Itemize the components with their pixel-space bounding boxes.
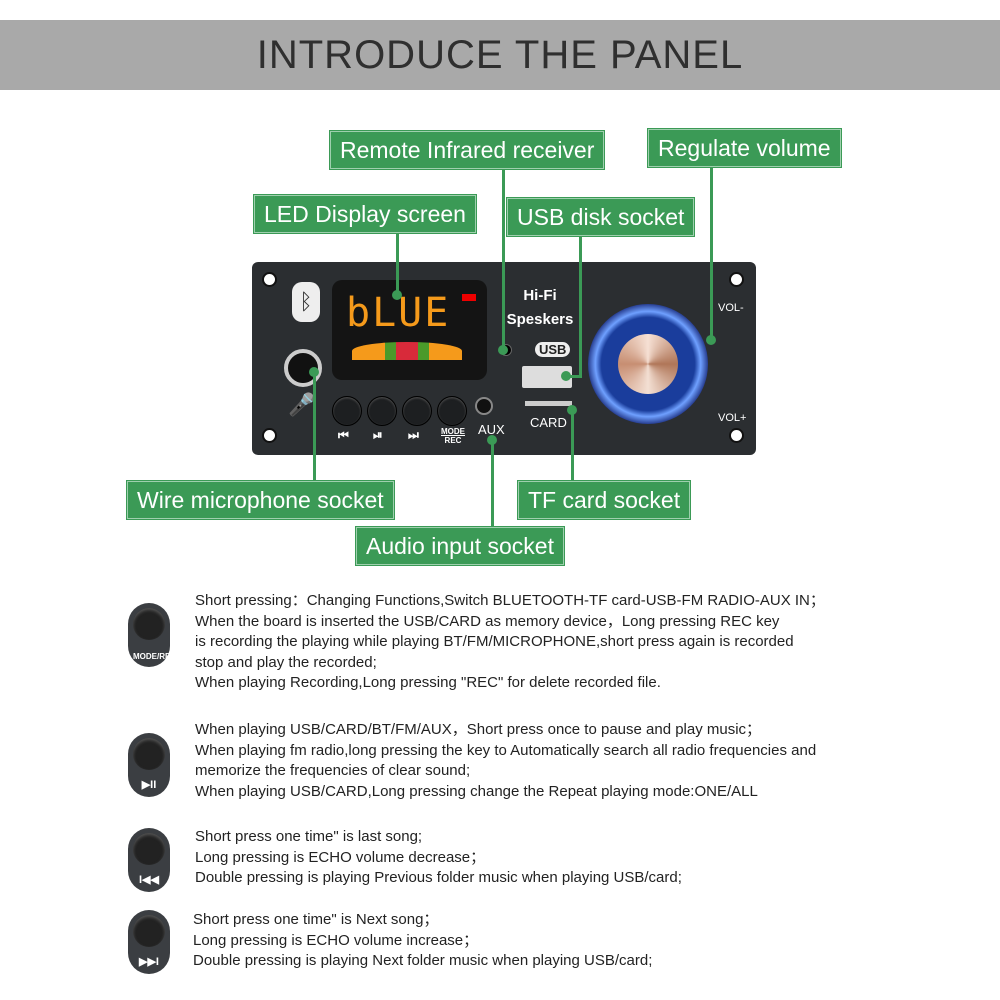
- desc-line: When the board is inserted the USB/CARD …: [195, 612, 780, 630]
- prev-key-icon: I◀◀: [128, 828, 170, 892]
- label-regulate-volume: Regulate volume: [648, 129, 841, 167]
- vol-plus-label: VOL+: [718, 412, 747, 424]
- usb-label: USB: [535, 342, 571, 357]
- desc-line: Short press one time" is last song;: [195, 828, 423, 845]
- microphone-socket[interactable]: [284, 349, 322, 387]
- connector-line: [313, 372, 316, 480]
- vol-minus-label: VOL-: [718, 302, 744, 314]
- connector-dot: [498, 345, 508, 355]
- desc-line: stop and play the recorded;: [195, 653, 377, 671]
- screw-hole: [729, 428, 744, 443]
- card-label: CARD: [530, 415, 567, 430]
- label-led-display: LED Display screen: [254, 195, 476, 233]
- mode-text: MODE: [441, 427, 465, 436]
- label-microphone-socket: Wire microphone socket: [127, 481, 394, 519]
- connector-dot: [567, 405, 577, 415]
- microphone-icon: 🎤: [288, 392, 316, 417]
- next-button[interactable]: [402, 396, 432, 426]
- connector-line: [564, 375, 582, 378]
- prev-button[interactable]: [332, 396, 362, 426]
- mode-rec-description: Short pressing：Changing Functions,Switch…: [195, 591, 825, 694]
- connector-line: [571, 410, 574, 480]
- desc-line: memorize the frequencies of clear sound;: [195, 762, 471, 780]
- connector-dot: [392, 290, 402, 300]
- bluetooth-icon: ᛒ: [292, 282, 320, 322]
- connector-line: [710, 166, 713, 340]
- label-usb-socket: USB disk socket: [507, 198, 695, 236]
- desc-line: Double pressing is playing Next folder m…: [193, 952, 653, 970]
- spectrum-bars: [352, 342, 462, 360]
- desc-line: Short pressing：Changing Functions,Switch…: [195, 592, 825, 609]
- next-icon: ⏭: [408, 428, 419, 442]
- connector-dot: [309, 367, 319, 377]
- mode-rec-button[interactable]: [437, 396, 467, 426]
- page-title: INTRODUCE THE PANEL: [0, 20, 1000, 90]
- label-ir-receiver: Remote Infrared receiver: [330, 131, 605, 169]
- desc-line: When playing Recording,Long pressing "RE…: [195, 674, 661, 692]
- connector-line: [502, 168, 505, 350]
- aux-socket[interactable]: [475, 397, 493, 415]
- speakers-label: Speskers: [506, 311, 574, 328]
- connector-dot: [561, 371, 571, 381]
- connector-line: [396, 232, 399, 296]
- connector-dot: [487, 435, 497, 445]
- prev-icon: ⏮: [338, 428, 349, 442]
- play-pause-icon: ⏯: [373, 428, 383, 442]
- desc-line: When playing USB/CARD,Long pressing chan…: [195, 782, 758, 800]
- rec-text: REC: [444, 436, 462, 445]
- hifi-label: Hi-Fi: [523, 287, 557, 304]
- led-display: bLUE: [332, 280, 487, 380]
- aux-label: AUX: [478, 422, 505, 437]
- play-pause-key-icon: ▶II: [128, 733, 170, 797]
- label-tf-card-socket: TF card socket: [518, 481, 691, 519]
- connector-line: [491, 440, 494, 526]
- screw-hole: [262, 428, 277, 443]
- usb-socket[interactable]: [522, 366, 572, 388]
- desc-line: Long pressing is ECHO volume decrease；: [195, 848, 486, 866]
- prev-description: Short press one time" is last song; Long …: [195, 827, 682, 889]
- mode-rec-key-icon: MODE/REC: [128, 603, 176, 667]
- volume-knob[interactable]: [618, 334, 678, 394]
- label-audio-input: Audio input socket: [356, 527, 564, 565]
- connector-line: [579, 235, 582, 377]
- next-key-icon: ▶▶I: [128, 910, 170, 974]
- play-pause-button[interactable]: [367, 396, 397, 426]
- desc-line: is recording the playing while playing B…: [195, 633, 794, 651]
- connector-dot: [706, 335, 716, 345]
- next-description: Short press one time" is Next song； Long …: [193, 910, 652, 972]
- display-indicator: [462, 294, 476, 301]
- screw-hole: [729, 272, 744, 287]
- desc-line: When playing USB/CARD/BT/FM/AUX，Short pr…: [195, 721, 762, 738]
- desc-line: Short press one time" is Next song；: [193, 911, 439, 928]
- desc-line: Long pressing is ECHO volume increase；: [193, 931, 479, 949]
- play-pause-description: When playing USB/CARD/BT/FM/AUX，Short pr…: [195, 720, 816, 802]
- tf-card-slot[interactable]: [525, 401, 572, 406]
- screw-hole: [262, 272, 277, 287]
- desc-line: Double pressing is playing Previous fold…: [195, 869, 682, 887]
- desc-line: When playing fm radio,long pressing the …: [195, 741, 817, 759]
